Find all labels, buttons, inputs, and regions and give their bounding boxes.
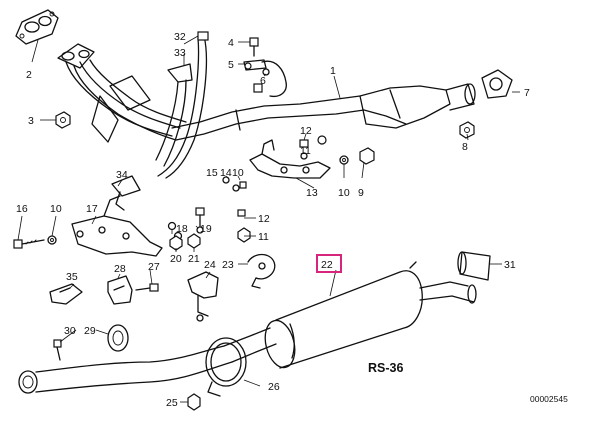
callout-10-right: 10 [338, 187, 350, 199]
callout-25: 25 [166, 397, 178, 409]
callout-32: 32 [174, 31, 186, 43]
highlight-box-22 [316, 254, 342, 273]
part-28-bracket [107, 275, 133, 305]
callout-9: 9 [358, 187, 364, 199]
callout-11: 11 [300, 145, 311, 157]
callout-4: 4 [228, 37, 234, 49]
callout-34: 34 [116, 169, 128, 181]
callout-15: 15 [206, 167, 218, 179]
diagram-code-label: RS-36 [368, 361, 403, 375]
part-29-gasket [107, 324, 129, 352]
callout-6: 6 [260, 75, 266, 87]
callout-33: 33 [174, 47, 186, 59]
part-6-hanger [253, 60, 287, 98]
leader-lines [17, 35, 520, 403]
callout-12-lower: 12 [258, 213, 270, 225]
part-4-bolt [249, 37, 259, 57]
part-12-bolt-lower [237, 209, 251, 243]
callout-3: 3 [28, 115, 34, 127]
part-10-washer [339, 155, 349, 165]
callout-8: 8 [462, 141, 468, 153]
callout-26: 26 [268, 381, 280, 393]
part-21-nut [187, 233, 201, 249]
part-34-hanger [111, 175, 141, 211]
part-30-bolt [53, 339, 62, 361]
callout-14: 14 [220, 167, 232, 179]
callout-24: 24 [204, 259, 216, 271]
part-11-washer [317, 135, 327, 145]
callout-27: 27 [148, 261, 160, 273]
callout-21: 21 [188, 253, 200, 265]
callout-22: 22 [321, 259, 333, 271]
part-7-flange [481, 69, 513, 99]
part-10-washer-lower [47, 235, 57, 245]
part-24-hanger-bracket [187, 271, 219, 322]
callout-23: 23 [222, 259, 234, 271]
part-33-bracket [155, 63, 193, 167]
callout-19: 19 [200, 223, 212, 235]
callout-20: 20 [170, 253, 182, 265]
part-23-clamp [247, 253, 276, 289]
callout-12-upper: 12 [300, 125, 312, 137]
callout-7: 7 [524, 87, 530, 99]
callout-31: 31 [504, 259, 516, 271]
callout-35: 35 [66, 271, 78, 283]
part-13-bracket [249, 139, 331, 179]
part-16-bolt [13, 239, 45, 249]
part-14-15-washers [222, 176, 247, 192]
part-20-nut [169, 235, 183, 251]
part-27-bolt [135, 283, 159, 292]
part-9-nut [359, 147, 375, 165]
callout-16: 16 [16, 203, 28, 215]
part-26-clamp-ring [205, 337, 247, 397]
part-front-pipe [57, 43, 187, 143]
part-25-nut [187, 393, 201, 411]
callout-29: 29 [84, 325, 96, 337]
document-number: 00002545 [530, 394, 568, 404]
part-intermediate-pipe [18, 327, 277, 394]
callout-1: 1 [330, 65, 336, 77]
part-5-clamp [243, 59, 267, 71]
part-8-nut [459, 121, 475, 139]
part-35-strap [49, 283, 83, 305]
part-3-nut [55, 111, 71, 129]
callout-5: 5 [228, 59, 234, 71]
callout-17: 17 [86, 203, 98, 215]
callout-2: 2 [26, 69, 32, 81]
part-22-rear-silencer [264, 261, 477, 369]
callout-10-upper: 10 [232, 167, 244, 179]
callout-30: 30 [64, 325, 76, 337]
part-2-gasket [15, 9, 59, 45]
callout-13: 13 [306, 187, 318, 199]
part-1-catalytic-converter [171, 83, 476, 141]
part-19-bolt [195, 207, 205, 234]
callout-28: 28 [114, 263, 126, 275]
part-17-bracket [71, 195, 163, 257]
callout-10-left: 10 [50, 203, 62, 215]
callout-11-lower: 11 [258, 231, 269, 243]
part-31-tailpipe-tip [457, 251, 491, 281]
callout-labels: 2 3 32 33 4 5 6 1 7 8 12 11 34 15 14 10 … [16, 31, 568, 409]
callout-18: 18 [176, 223, 188, 235]
